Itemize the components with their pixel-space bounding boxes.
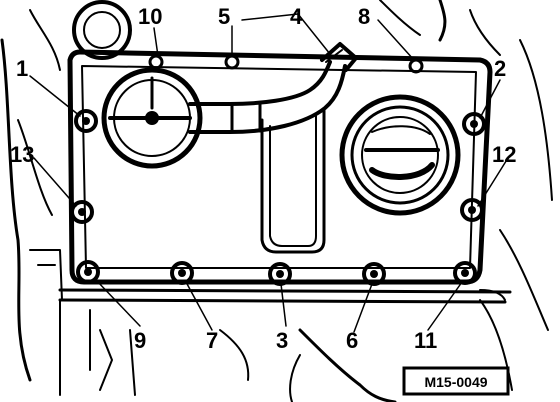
reference-code: M15-0049 — [424, 374, 487, 390]
bolt — [362, 262, 386, 286]
oil-filler-neck — [339, 94, 461, 216]
bolt — [74, 109, 98, 133]
callout-3: 3 — [276, 328, 288, 353]
callout-6: 6 — [346, 328, 358, 353]
oil-filler-plug-top — [72, 0, 132, 60]
pressure-regulating-valve — [101, 67, 203, 169]
callout-12: 12 — [492, 142, 516, 167]
bolt — [224, 54, 240, 70]
callout-4: 4 — [290, 4, 303, 29]
callout-2: 2 — [494, 56, 506, 81]
breather-hose — [188, 42, 358, 134]
bolt — [70, 200, 94, 224]
callout-5: 5 — [218, 4, 230, 29]
bolt — [148, 54, 164, 70]
bolt — [462, 112, 486, 136]
cover-bolts — [70, 54, 486, 286]
reference-code-box: M15-0049 — [402, 366, 510, 396]
bolt — [408, 58, 424, 74]
callout-13: 13 — [10, 142, 34, 167]
callout-10: 10 — [138, 4, 162, 29]
bolt — [460, 198, 484, 222]
bolt — [76, 260, 100, 284]
callout-7: 7 — [206, 328, 218, 353]
bolt — [170, 261, 194, 285]
callout-labels: 1 2 3 4 5 6 7 8 9 10 11 12 13 — [10, 4, 516, 353]
callout-1: 1 — [16, 56, 28, 81]
bolt — [268, 262, 292, 286]
bolt — [453, 261, 477, 285]
callout-9: 9 — [134, 328, 146, 353]
callout-8: 8 — [358, 4, 370, 29]
callout-11: 11 — [414, 328, 437, 353]
leader-lines — [29, 13, 509, 333]
